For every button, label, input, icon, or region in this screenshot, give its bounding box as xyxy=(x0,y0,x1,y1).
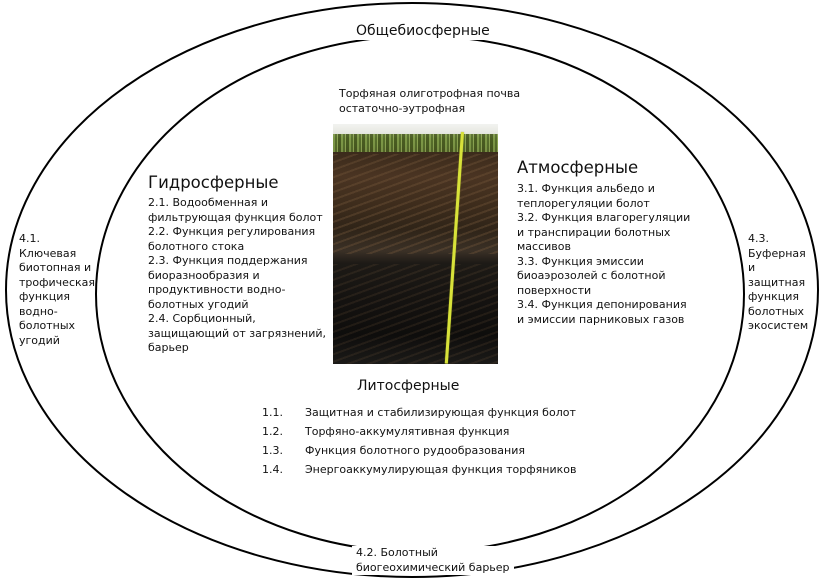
soil-profile-photo xyxy=(333,124,498,364)
hydro-item: 2.4. Сорбционный, защищающий от загрязне… xyxy=(148,312,327,355)
litho-item-number: 1.1. xyxy=(262,406,283,419)
hydro-item: 2.1. Водообменная и фильтрующая функция … xyxy=(148,196,323,224)
litho-item: 1.4. Энергоаккумулирующая функция торфян… xyxy=(262,463,622,482)
litho-item-number: 1.3. xyxy=(262,444,283,457)
litho-item: 1.1. Защитная и стабилизирующая функция … xyxy=(262,406,622,425)
photo-caption: Торфяная олиготрофная почва остаточно-эу… xyxy=(339,87,521,115)
litho-item-text: Защитная и стабилизирующая функция болот xyxy=(305,406,576,419)
litho-item: 1.3. Функция болотного рудообразования xyxy=(262,444,622,463)
grass-layer xyxy=(333,134,498,152)
atmo-item: 3.4. Функция депонирования и эмиссии пар… xyxy=(517,298,687,326)
litho-item: 1.2. Торфяно-аккумулятивная функция xyxy=(262,425,622,444)
atmo-item: 3.2. Функция влагорегуляции и транспирац… xyxy=(517,211,691,254)
litho-item-text: Торфяно-аккумулятивная функция xyxy=(305,425,510,438)
atmo-item: 3.3. Функция эмиссии биоаэрозолей с боло… xyxy=(517,254,666,297)
outer-bottom-label: 4.2. Болотный биогеохимический барьер xyxy=(352,546,514,576)
outer-left-label: 4.1. Ключевая биотопная и трофическая фу… xyxy=(19,232,95,347)
atmo-title: Атмосферные xyxy=(517,158,639,177)
atmo-item: 3.1. Функция альбедо и теплорегуляции бо… xyxy=(517,182,655,210)
hydro-item: 2.2. Функция регулирования болотного сто… xyxy=(148,225,316,253)
litho-item-text: Энергоаккумулирующая функция торфяников xyxy=(305,463,577,476)
litho-item-text: Функция болотного рудообразования xyxy=(305,444,525,457)
hydro-item: 2.3. Функция поддержания биоразнообразия… xyxy=(148,254,308,311)
litho-list: 1.1. Защитная и стабилизирующая функция … xyxy=(262,406,622,482)
litho-item-number: 1.4. xyxy=(262,463,283,476)
outer-ellipse xyxy=(5,2,819,578)
outer-top-label: Общебиосферные xyxy=(352,22,494,41)
atmo-list: 3.1. Функция альбедо и теплорегуляции бо… xyxy=(517,182,727,327)
hydro-title: Гидросферные xyxy=(148,173,279,192)
litho-title: Литосферные xyxy=(357,378,460,394)
mineral-texture xyxy=(333,264,498,364)
litho-item-number: 1.2. xyxy=(262,425,283,438)
outer-right-label: 4.3. Буферная и защитная функция болотны… xyxy=(748,232,809,333)
hydro-list: 2.1. Водообменная и фильтрующая функция … xyxy=(148,196,333,356)
peat-texture xyxy=(333,154,498,254)
